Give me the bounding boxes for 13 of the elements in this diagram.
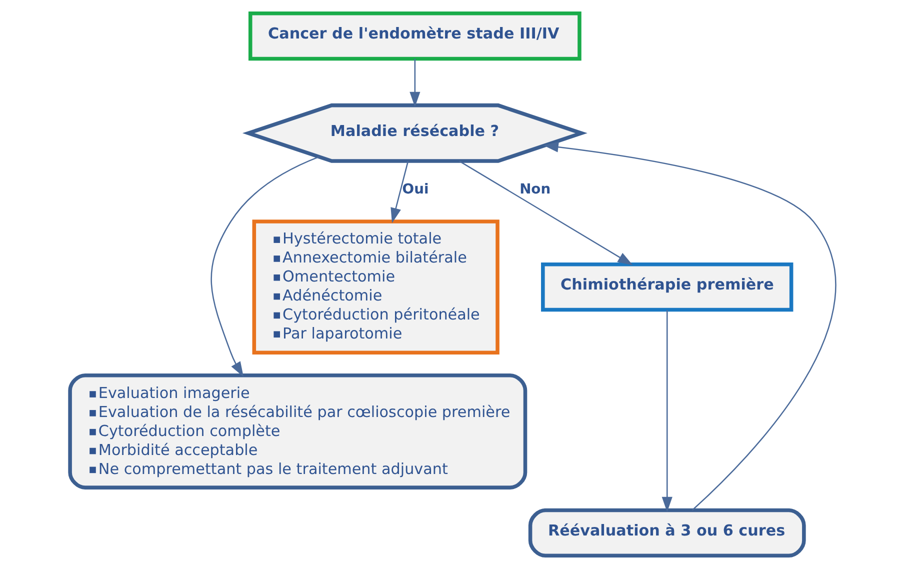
node-box: Cancer de l'endomètre stade III/IV: [248, 11, 581, 61]
arrow: [210, 156, 319, 377]
arrow: [661, 310, 672, 512]
node-box: Chimiothérapie première: [540, 262, 793, 312]
arrow: [409, 58, 420, 108]
node-box: Réévaluation à 3 ou 6 cures: [528, 508, 806, 558]
edge-label: Non: [519, 182, 550, 198]
arrow: [458, 160, 632, 266]
arrow: [390, 161, 408, 224]
node-box: Evaluation imagerie Evaluation de la résécabilité par cœlioscopie première Cytoréduction complète Morbidité acceptable Ne compremettant pas le traitement adjuvant: [68, 373, 527, 490]
arrow: [542, 142, 836, 511]
edge-label: Oui: [402, 182, 428, 198]
node-box: Hystérectomie totale Annexectomie bilatérale Omentectomie Adénéctomie Cytoréduction péritonéale Par laparotomie: [252, 220, 499, 355]
